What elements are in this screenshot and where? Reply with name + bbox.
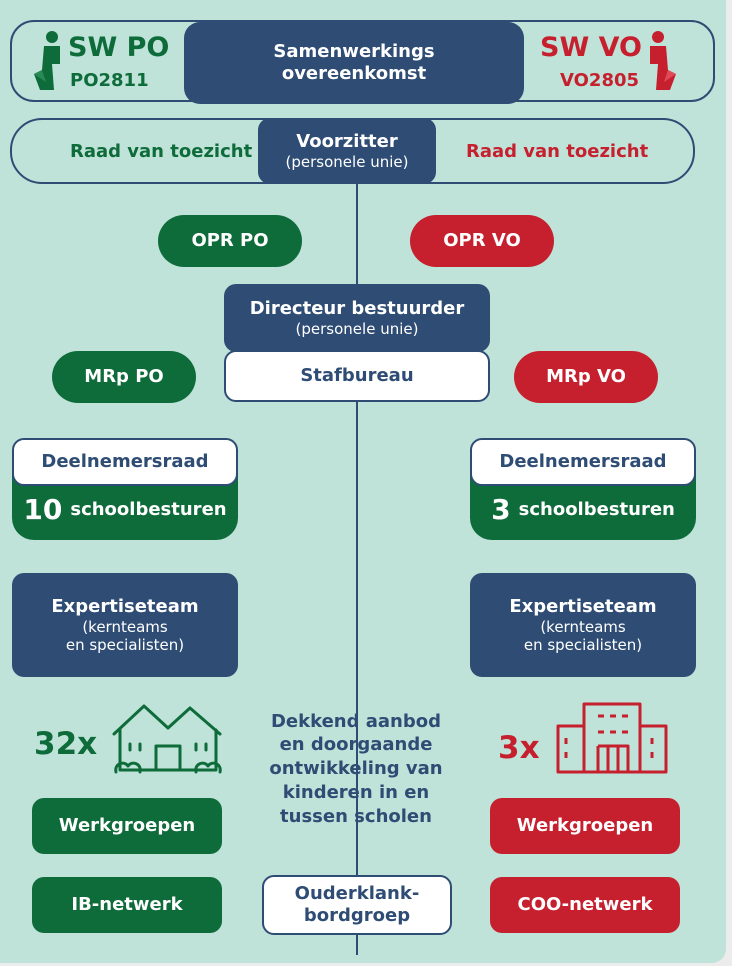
parent-group-line1: Ouderklank-: [294, 883, 420, 905]
board-right-label: Raad van toezicht: [466, 141, 649, 162]
ib-network: IB-netwerk: [32, 877, 222, 933]
opr-po: OPR PO: [158, 215, 302, 267]
vo-code: VO2805: [560, 70, 640, 91]
connector-line: [356, 180, 358, 955]
vo-workgroups: Werkgroepen: [490, 798, 680, 854]
vo-board-suffix: schoolbesturen: [518, 499, 675, 521]
parent-group-line2: bordgroep: [303, 905, 411, 926]
po-code: PO2811: [70, 70, 149, 91]
po-board-count: 10: [23, 493, 63, 527]
center-line4: kinderen in en: [282, 781, 430, 803]
po-expertise-title: Expertiseteam: [51, 596, 199, 618]
chair-box: Voorzitter (personele unie): [258, 118, 436, 184]
vo-expertise-team: Expertiseteam (kernteams en specialisten…: [470, 573, 696, 677]
mrp-po: MRp PO: [52, 351, 196, 403]
mrp-vo: MRp VO: [514, 351, 658, 403]
po-participants-council: Deelnemersraad: [12, 438, 238, 486]
center-line2: en doorgaande: [279, 734, 433, 756]
po-school-count: 32x: [34, 726, 98, 762]
staff-office: Stafbureau: [224, 350, 490, 402]
po-board-suffix: schoolbesturen: [70, 499, 227, 521]
agreement-line2: overeenkomst: [281, 63, 427, 84]
po-expertise-team: Expertiseteam (kernteams en specialisten…: [12, 573, 238, 677]
po-expertise-line2: en specialisten): [65, 635, 185, 654]
po-workgroups: Werkgroepen: [32, 798, 222, 854]
center-statement: Dekkend aanbod en doorgaande ontwikkelin…: [254, 704, 458, 834]
vo-expertise-line2: en specialisten): [523, 635, 643, 654]
vo-board-count: 3: [491, 493, 511, 527]
house-icon: [110, 700, 226, 776]
opr-vo: OPR VO: [410, 215, 554, 267]
center-line1: Dekkend aanbod: [270, 710, 442, 732]
vo-title: SW VO: [540, 32, 643, 63]
school-building-icon: [554, 700, 670, 776]
vo-school-count: 3x: [498, 730, 540, 766]
chair-title: Voorzitter: [296, 131, 398, 153]
director-box: Directeur bestuurder (personele unie): [224, 284, 490, 352]
director-sub: (personele unie): [295, 319, 419, 338]
coo-network: COO-netwerk: [490, 877, 680, 933]
chair-sub: (personele unie): [285, 152, 409, 171]
agreement-line1: Samenwerkings: [273, 41, 435, 63]
agreement-box: Samenwerkings overeenkomst: [184, 22, 524, 104]
parent-soundboard-group: Ouderklank- bordgroep: [262, 875, 452, 935]
director-title: Directeur bestuurder: [249, 298, 465, 320]
center-line5: tussen scholen: [280, 805, 432, 827]
vo-expertise-line1: (kernteams: [540, 617, 626, 636]
po-expertise-line1: (kernteams: [82, 617, 168, 636]
po-title: SW PO: [68, 32, 170, 63]
center-line3: ontwikkeling van: [269, 758, 443, 780]
po-person-icon: [30, 30, 64, 92]
vo-participants-council: Deelnemersraad: [470, 438, 696, 486]
vo-expertise-title: Expertiseteam: [509, 596, 657, 618]
board-left-label: Raad van toezicht: [70, 141, 253, 162]
vo-person-icon: [646, 30, 680, 92]
